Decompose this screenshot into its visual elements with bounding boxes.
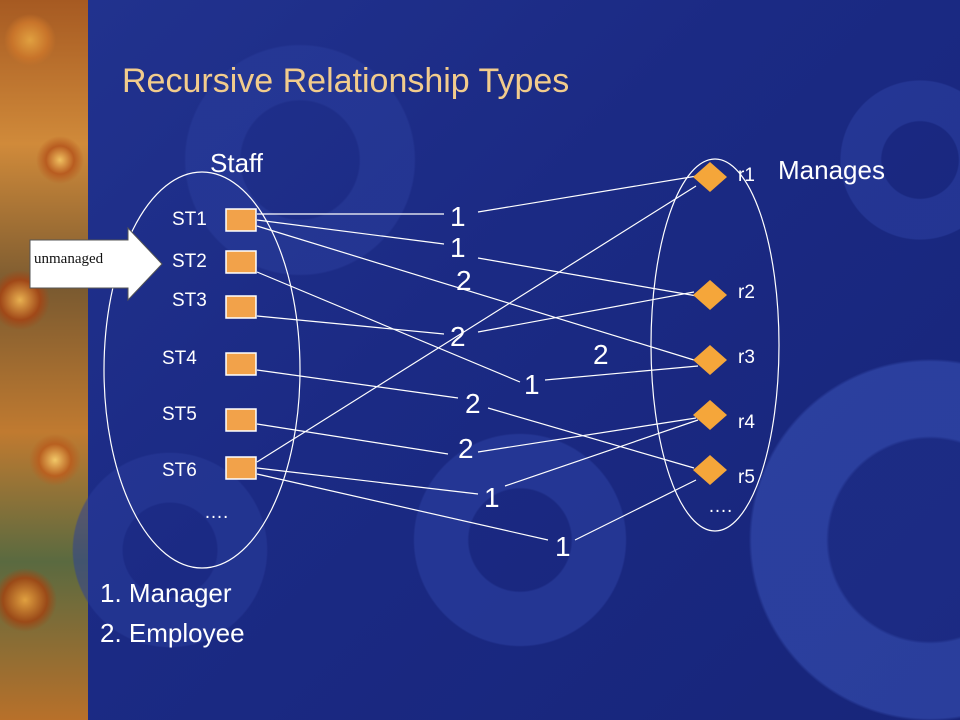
staff-box [225,250,257,274]
staff-box [225,408,257,432]
gear-decoration [400,420,640,660]
unmanaged-callout-arrow [29,226,163,302]
staff-box [225,352,257,376]
entity-label: Staff [210,148,264,178]
connection-line [477,291,695,333]
staff-box [225,295,257,319]
staff-box [225,208,257,232]
connection-line [256,473,549,541]
staff-set-ellipse [103,171,301,569]
connection-line [477,175,698,213]
staff-label: ST6 [162,460,197,481]
connection-line [487,407,695,469]
staff-ellipsis: …. [204,502,229,523]
staff-label: ST1 [172,209,207,230]
connection-line [256,185,697,463]
role-number: 2 [456,265,472,296]
connection-line [256,315,445,335]
role-legend-item: 2. Employee [100,618,245,648]
relationship-label-item: r5 [738,467,755,488]
relationship-diamond [693,455,727,485]
relationship-ellipsis: …. [708,496,733,517]
connection-line [504,419,699,487]
relationship-label-item: r4 [738,412,755,433]
connection-line [256,219,445,245]
gear-decoration [170,30,430,290]
relationship-label-item: r1 [738,165,755,186]
relationship-diamond [693,345,727,375]
role-number: 1 [555,531,571,562]
connection-line [544,365,699,381]
role-legend-item: 1. Manager [100,578,232,608]
connection-lines [256,175,699,541]
role-number: 1 [450,232,466,263]
role-number: 2 [593,339,609,370]
staff-label: ST2 [172,251,207,272]
role-number: 1 [484,482,500,513]
connection-line [574,479,697,541]
connection-line [477,417,697,453]
relationship-diamond [693,162,727,192]
role-number: 1 [450,201,466,232]
slide-title: Recursive Relationship Types [122,62,570,100]
relationship-label-item: r3 [738,347,755,368]
unmanaged-label: unmanaged [34,251,104,267]
staff-boxes [225,208,257,480]
connection-line [477,257,698,297]
connection-line [256,467,479,495]
connection-line [256,271,521,383]
relationship-diamond [693,280,727,310]
role-number: 1 [524,369,540,400]
connection-line [256,369,459,399]
relationship-diamonds [693,162,727,485]
relationship-label: Manages [778,155,885,185]
staff-box [225,456,257,480]
role-number: 2 [450,321,466,352]
staff-label: ST5 [162,404,197,425]
connection-line [256,423,449,455]
relationship-set-ellipse [650,158,780,532]
connection-line [256,225,695,361]
staff-label: ST3 [172,290,207,311]
relationship-label-item: r2 [738,282,755,303]
role-number: 2 [465,388,481,419]
role-number: 2 [458,433,474,464]
arrow-shape [29,226,163,302]
relationship-diamond [693,400,727,430]
staff-label: ST4 [162,348,197,369]
